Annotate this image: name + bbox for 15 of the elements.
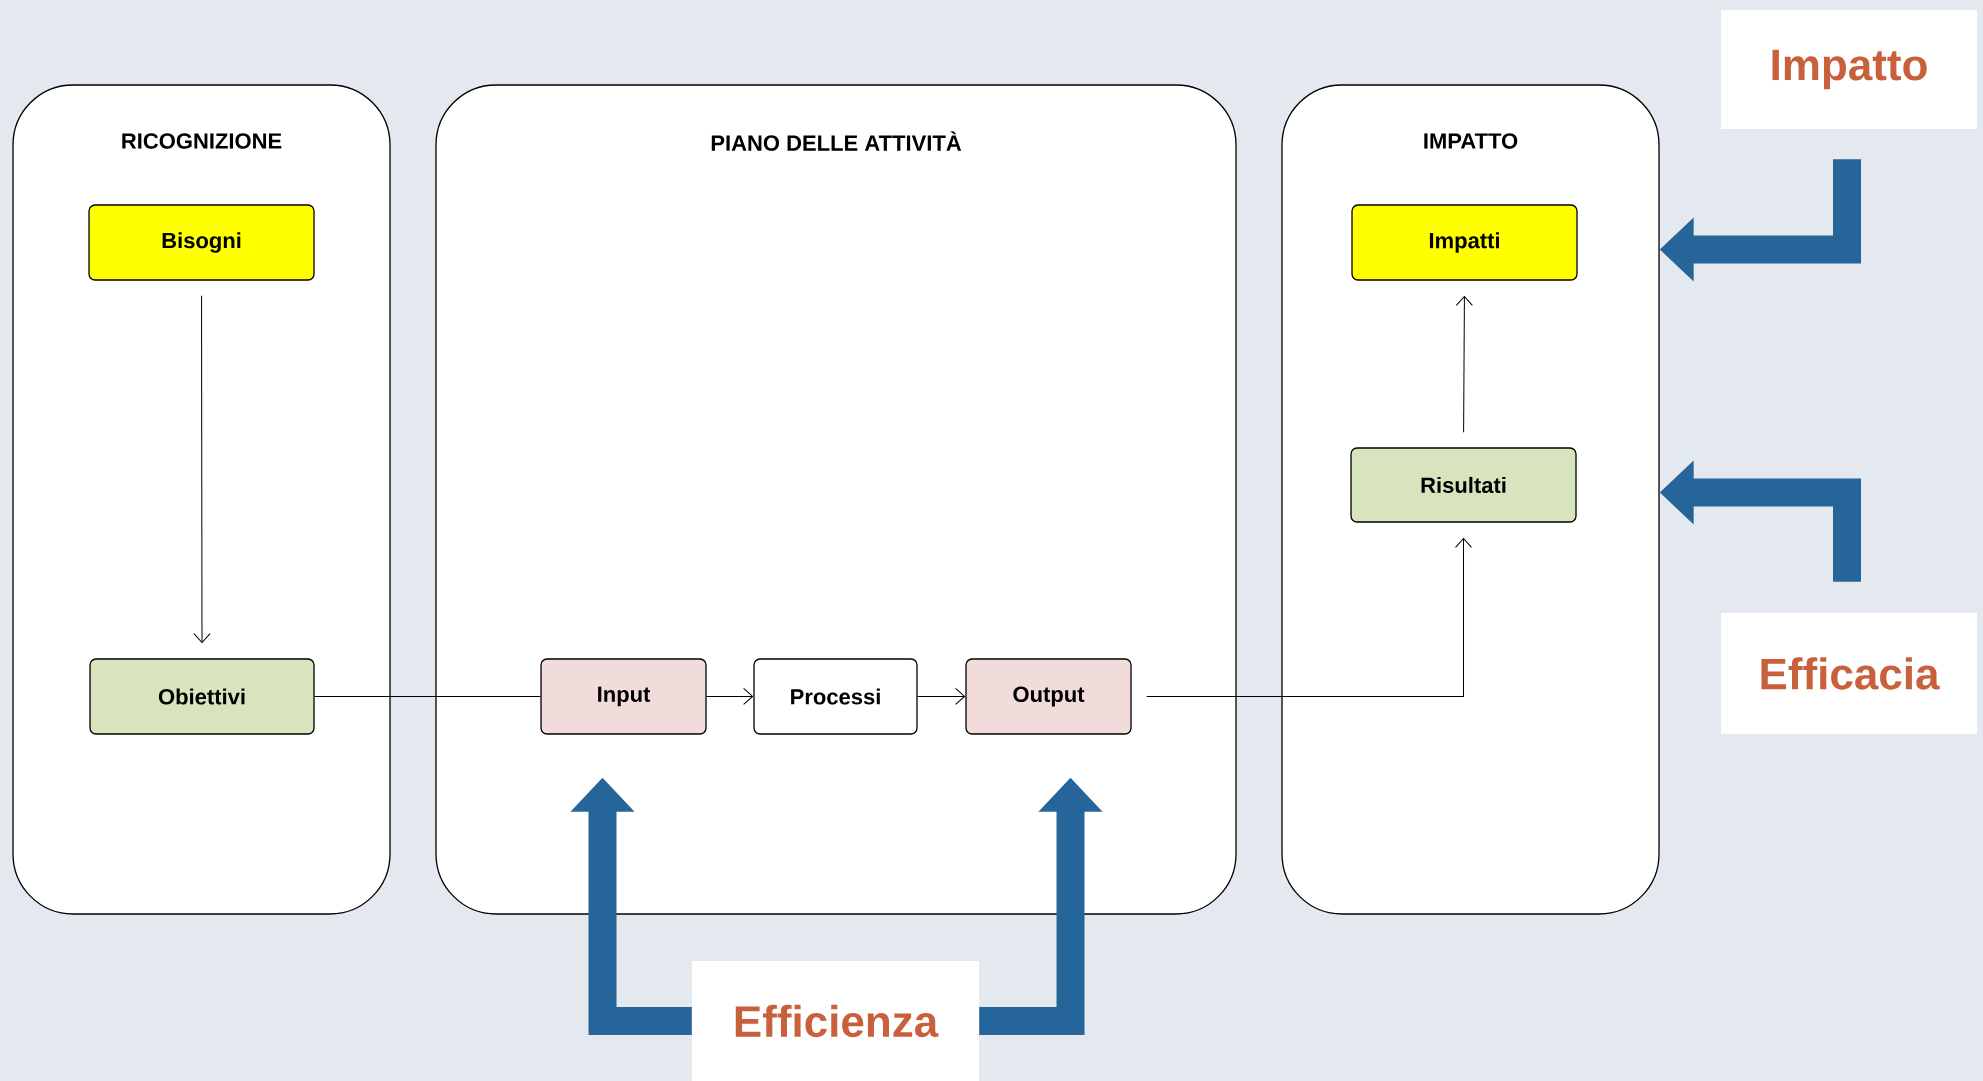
callout-label: Impatto [1721, 10, 1977, 129]
arrow [1146, 537, 1472, 697]
process-box: Obiettivi [89, 658, 315, 735]
process-box: Impatti [1351, 204, 1578, 281]
process-box: Output [965, 658, 1132, 735]
process-box: Risultati [1350, 447, 1577, 523]
arrow [917, 688, 966, 705]
process-box: Input [540, 658, 707, 735]
process-box: Processi [753, 658, 918, 735]
arrow [706, 688, 754, 705]
callout-label: Efficacia [1721, 613, 1977, 734]
process-box: Bisogni [88, 204, 315, 281]
arrow [193, 295, 211, 644]
callout-label: Efficienza [692, 961, 979, 1081]
arrow [1455, 295, 1473, 433]
